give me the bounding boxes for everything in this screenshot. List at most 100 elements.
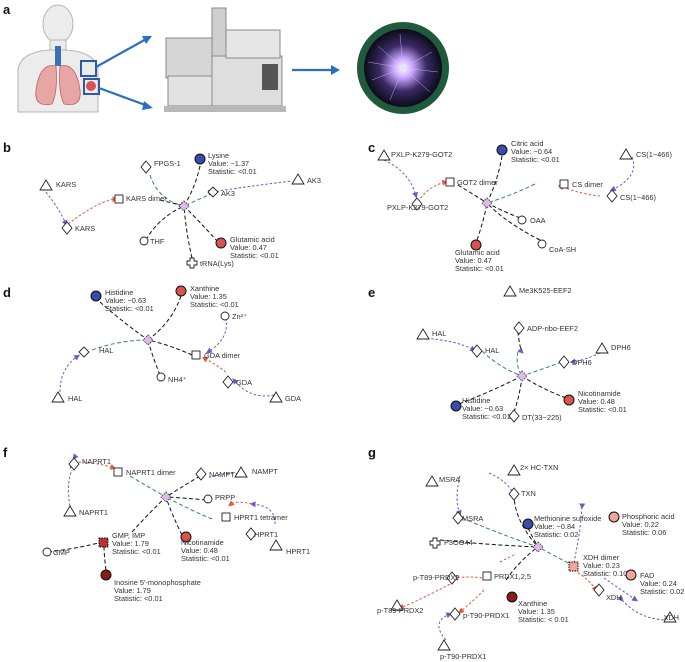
e-nicotinamide-value: Value: 0.48 bbox=[578, 397, 615, 406]
f-inosine-node bbox=[100, 569, 112, 581]
c-glutamic-node bbox=[470, 239, 482, 251]
arrow-to-network bbox=[292, 65, 340, 75]
d-histidine-node bbox=[90, 290, 102, 302]
d-xanthine-name: Xanthine bbox=[190, 284, 219, 293]
panel-label-e: e bbox=[368, 285, 375, 300]
f-hprt1-mid-label: HPRT1 bbox=[254, 530, 278, 539]
g-prdx125-square bbox=[482, 571, 492, 581]
b-ak3-right-label: AK3 bbox=[307, 176, 321, 185]
g-hctxn-label: 2× HC-TXN bbox=[520, 463, 558, 472]
g-p3oo44-label: P3OO44 bbox=[444, 538, 473, 547]
g-xdh-dimer-name: XDH dimer bbox=[583, 553, 620, 562]
f-naprt1-top-diamond bbox=[68, 457, 80, 471]
g-msra-top-label: MSRA bbox=[439, 475, 460, 484]
d-gda-low-label: GDA bbox=[285, 394, 301, 403]
g-fad-name: FAD bbox=[640, 571, 654, 580]
c-cs-dimer-square bbox=[559, 179, 569, 189]
d-nh4-label: NH4⁺ bbox=[168, 375, 187, 384]
f-inosine-stat: Statistic: <0.01 bbox=[114, 594, 163, 603]
b-ak3-mid-diamond bbox=[207, 186, 219, 198]
f-gmp-imp-name: GMP, IMP bbox=[112, 531, 145, 540]
c-pxlp-top-triangle bbox=[377, 149, 391, 161]
b-kars-dimer-label: KARS dimer bbox=[126, 194, 167, 203]
g-phosphoric-stat: Statistic: 0.06 bbox=[622, 528, 666, 537]
f-nicotinamide-node bbox=[180, 531, 192, 543]
f-nicotinamide-value: Value: 0.48 bbox=[181, 546, 218, 555]
e-dt-diamond bbox=[508, 409, 520, 423]
d-hal-low-label: HAL bbox=[68, 394, 82, 403]
c-got2-dimer-square bbox=[445, 177, 455, 187]
c-pxlp-low-diamond bbox=[411, 197, 423, 211]
g-xdh-mid-diamond bbox=[593, 583, 605, 597]
f-nicotinamide-name: Nicotinamide bbox=[181, 538, 224, 547]
g-txn-label: TXN bbox=[521, 489, 536, 498]
f-gmp-imp-node bbox=[98, 537, 109, 548]
panel-label-c: c bbox=[368, 140, 375, 155]
f-naprt1-dimer-label: NAPRT1 dimer bbox=[126, 468, 176, 477]
g-methionine-node bbox=[522, 518, 534, 530]
f-nampt-mid-label: NAMPT bbox=[209, 470, 235, 479]
g-pt90-low-label: p-T90-PRDX1 bbox=[440, 652, 486, 661]
d-histidine-value: Value: −0.63 bbox=[105, 296, 146, 305]
c-oaa-circle bbox=[517, 215, 527, 225]
g-xanthine-stat: Statistic: < 0.01 bbox=[518, 615, 569, 624]
g-xdh-dimer-node bbox=[568, 561, 579, 572]
f-naprt1-dimer-square bbox=[113, 467, 123, 477]
e-histidine-node bbox=[450, 400, 462, 412]
panel-label-a: a bbox=[3, 2, 11, 17]
b-kars-label: KARS bbox=[75, 224, 95, 233]
b-thf-label: THF bbox=[150, 237, 165, 246]
d-zn-circle bbox=[220, 311, 230, 321]
b-ak3-right-triangle bbox=[291, 173, 305, 185]
e-hal-left-label: HAL bbox=[432, 329, 446, 338]
c-cs-top-label: CS(1−466) bbox=[636, 150, 672, 159]
g-p3oo44-cross bbox=[429, 537, 441, 549]
g-xanthine-name: Xanthine bbox=[518, 599, 547, 608]
mass-spectrometer-illustration bbox=[164, 7, 286, 112]
g-fad-stat: Statistic: 0.02 bbox=[640, 587, 684, 596]
f-hprt1-low-triangle bbox=[269, 539, 283, 551]
g-pt90-mid-diamond bbox=[449, 607, 461, 621]
g-msra-mid-diamond bbox=[452, 511, 464, 525]
g-fad-node bbox=[625, 569, 637, 581]
c-cs-low-diamond bbox=[606, 189, 618, 203]
f-nampt-right-label: NAMPT bbox=[252, 467, 278, 476]
e-nicotinamide-node bbox=[563, 394, 575, 406]
f-nicotinamide-stat: Statistic: <0.01 bbox=[181, 554, 230, 563]
e-histidine-stat: Statistic: <0.01 bbox=[462, 412, 511, 421]
d-xanthine-node bbox=[175, 285, 187, 297]
f-prpp-label: PRPP bbox=[215, 493, 235, 502]
c-pxlp-low-label: PXLP-K279-GOT2 bbox=[387, 203, 448, 212]
b-kars-diamond bbox=[61, 221, 73, 235]
g-pt90-mid-label: p-T90-PRDX1 bbox=[463, 611, 509, 620]
b-lysine-name: Lysine bbox=[208, 151, 229, 160]
f-gmp-label: GMP bbox=[53, 548, 70, 557]
b-glutamic-value: Value: 0.47 bbox=[230, 243, 267, 252]
panel-c: c PXLP-K279-GOT2 Citric acid Value: −0.6… bbox=[368, 139, 672, 273]
d-xanthine-value: Value: 1.35 bbox=[190, 292, 227, 301]
f-hprt1-tetramer-label: HPRT1 tetramer bbox=[234, 513, 288, 522]
e-dph6-right-triangle bbox=[595, 342, 609, 354]
f-naprt1-top-label: NAPRT1 bbox=[82, 457, 111, 466]
c-coash-label: CoA-SH bbox=[549, 245, 576, 254]
g-phosphoric-value: Value: 0.22 bbox=[622, 520, 659, 529]
human-torso-illustration bbox=[17, 4, 100, 113]
b-thf-circle bbox=[139, 236, 149, 246]
arrows-to-instrument bbox=[95, 36, 153, 110]
g-xanthine-node bbox=[506, 591, 518, 603]
f-nampt-right-triangle bbox=[234, 466, 248, 478]
d-gda-dimer-label: GDA dimer bbox=[204, 351, 241, 360]
c-pxlp-top-label: PXLP-K279-GOT2 bbox=[391, 150, 452, 159]
g-ptp89-low-label: p-T89-PRDX2 bbox=[377, 606, 423, 615]
panel-d: d Histidine Value: −0.63 Statistic: <0.0… bbox=[3, 284, 301, 403]
e-hal-mid-label: HAL bbox=[485, 346, 499, 355]
g-pt90-low-triangle bbox=[437, 639, 451, 651]
g-methionine-stat: Statistic: 0.02 bbox=[534, 530, 578, 539]
f-gmp-imp-value: Value: 1.79 bbox=[112, 539, 149, 548]
e-dt-label: DT(33−225) bbox=[522, 413, 562, 422]
g-ptp89-top-diamond bbox=[446, 571, 458, 585]
f-hprt1-tetramer-square bbox=[221, 512, 231, 522]
b-kars-dimer-square bbox=[114, 194, 124, 204]
e-histidine-value: Value: −0.63 bbox=[462, 404, 503, 413]
d-hal-low-triangle bbox=[51, 391, 65, 403]
